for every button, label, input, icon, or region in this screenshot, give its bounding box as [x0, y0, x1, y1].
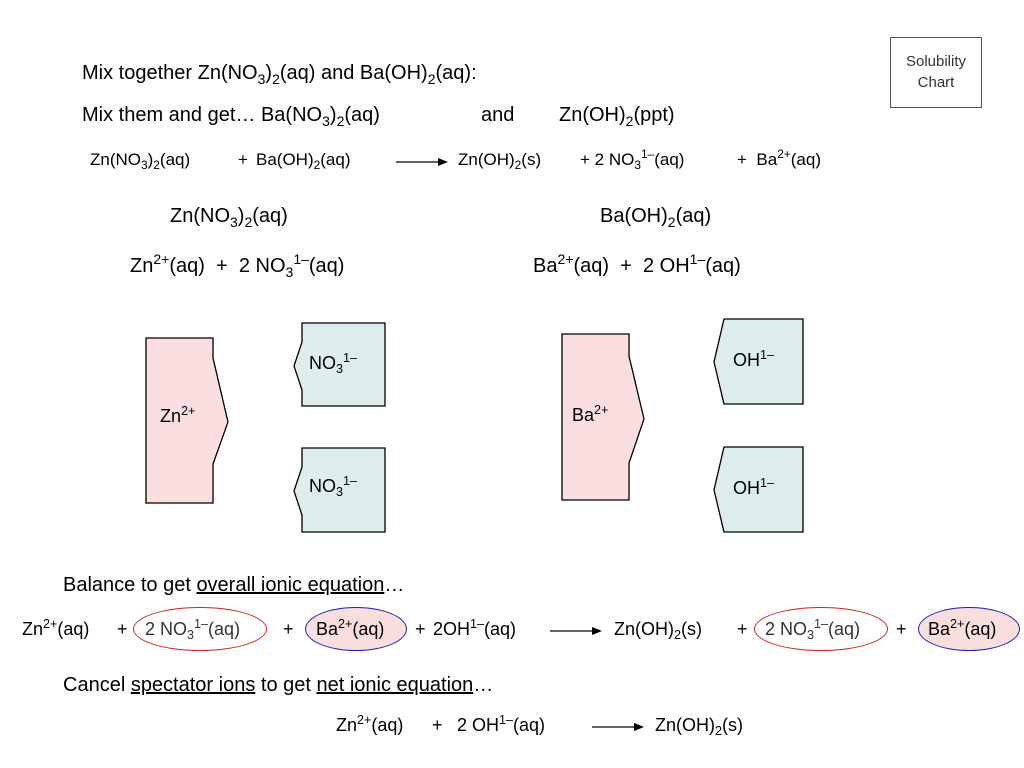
solubility-chart-button[interactable]: Solubility Chart — [890, 37, 982, 108]
cancel-heading: Cancel spectator ions to get net ionic e… — [63, 674, 494, 696]
eq3-zinc-ion: Zn2+(aq) — [336, 713, 404, 735]
eq2-plus-3: + — [415, 619, 426, 639]
eq2-arrow — [550, 627, 602, 635]
eq2-barium-right: Ba2+(aq) — [928, 617, 997, 639]
solubility-chart-label-2: Chart — [917, 74, 955, 91]
equation-1-reactant-2: Ba(OH)2(aq) — [256, 150, 351, 173]
equation-1-plus-1: + — [238, 150, 248, 169]
intro-line-1: Mix together Zn(NO3)2(aq) and Ba(OH)2(aq… — [82, 62, 477, 87]
ba-piece-label: Ba2+ — [572, 403, 609, 425]
ba-cation-piece — [561, 333, 645, 501]
nitrate-piece-label-bottom: NO31– — [309, 474, 358, 500]
spectator-oval-barium-left — [305, 607, 407, 651]
eq2-plus-1: + — [117, 619, 128, 639]
eq2-nitrate-left: 2 NO31–(aq) — [145, 617, 241, 643]
zn-piece-label: Zn2+ — [160, 404, 196, 426]
eq3-product: Zn(OH)2(s) — [655, 715, 744, 739]
equation-1-reactant-1: Zn(NO3)2(aq) — [90, 150, 191, 173]
eq2-product: Zn(OH)2(s) — [614, 619, 703, 643]
solubility-chart-label-1: Solubility — [905, 53, 967, 70]
eq2-plus-4: + — [737, 619, 748, 639]
eq3-plus: + — [432, 715, 443, 735]
eq2-plus-2: + — [283, 619, 294, 639]
right-salt-formula: Ba(OH)2(aq) — [600, 205, 712, 230]
equation-1-product-1: Zn(OH)2(s) — [458, 150, 542, 173]
hydroxide-piece-label-top: OH1– — [733, 348, 775, 370]
equation-1-product-3: + Ba2+(aq) — [737, 147, 821, 169]
hydroxide-piece-label-bottom: OH1– — [733, 476, 775, 498]
zn-cation-piece — [145, 337, 229, 504]
eq3-arrow — [592, 723, 644, 731]
left-salt-formula: Zn(NO3)2(aq) — [170, 205, 288, 230]
left-dissociation: Zn2+(aq) + 2 NO31–(aq) — [130, 251, 345, 280]
spectator-oval-barium-right — [918, 607, 1020, 651]
spectator-oval-nitrate-left — [133, 607, 267, 651]
eq3-hydroxide: 2 OH1–(aq) — [457, 713, 546, 735]
equation-1-product-2: + 2 NO31–(aq) — [580, 147, 685, 173]
eq2-nitrate-right: 2 NO31–(aq) — [765, 617, 861, 643]
nitrate-piece-label-top: NO31– — [309, 351, 358, 377]
eq2-plus-5: + — [896, 619, 907, 639]
spectator-oval-nitrate-right — [754, 607, 888, 651]
intro-line-2-and: and — [481, 104, 515, 126]
eq2-barium-left: Ba2+(aq) — [316, 617, 385, 639]
balance-heading: Balance to get overall ionic equation… — [63, 574, 405, 596]
nitrate-anion-piece-bottom — [293, 447, 386, 533]
hydroxide-anion-piece-top — [713, 318, 804, 405]
eq2-zinc-ion: Zn2+(aq) — [22, 617, 90, 639]
equation-1-arrow — [396, 158, 448, 166]
eq2-hydroxide: 2OH1–(aq) — [433, 617, 517, 639]
intro-line-2-product: Zn(OH)2(ppt) — [559, 104, 675, 129]
hydroxide-anion-piece-bottom — [713, 446, 804, 533]
nitrate-anion-piece-top — [293, 322, 386, 407]
intro-line-2: Mix them and get… Ba(NO3)2(aq) — [82, 104, 380, 129]
right-dissociation: Ba2+(aq) + 2 OH1–(aq) — [533, 251, 741, 277]
